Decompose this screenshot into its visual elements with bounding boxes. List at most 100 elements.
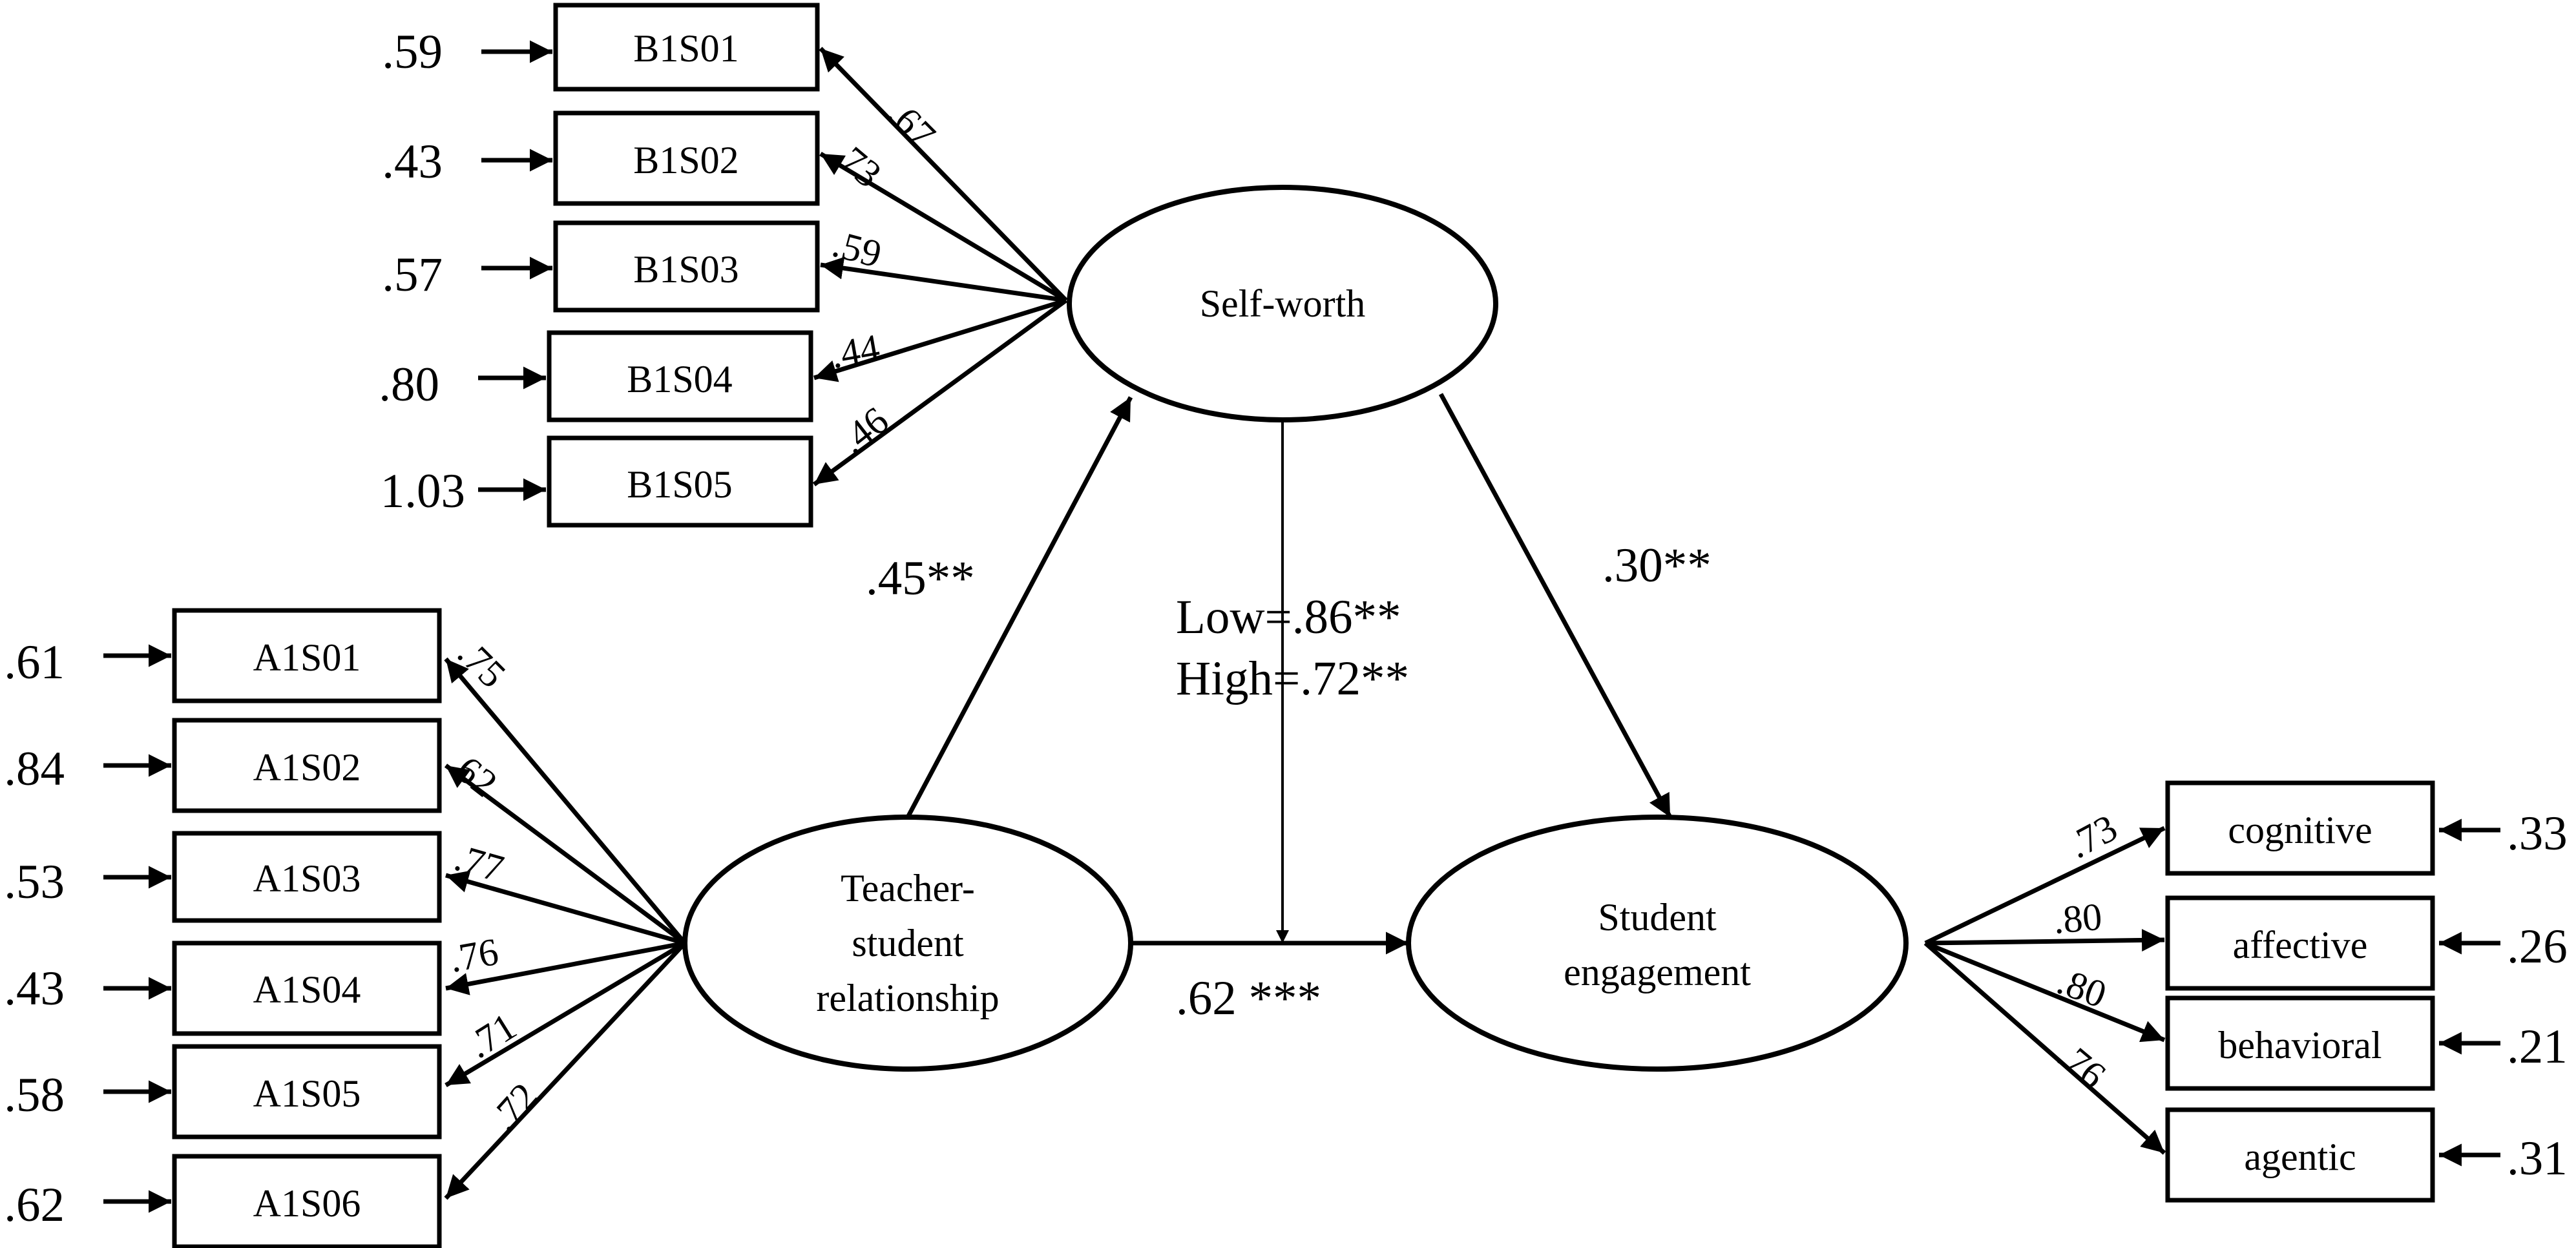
moderation-low-label: Low=.86** [1176, 590, 1401, 644]
loading-value: .73 [825, 132, 890, 196]
loading-arrow [820, 256, 1067, 303]
indicator-label: B1S02 [633, 139, 738, 182]
indicator-cognitive: cognitive .33 .73 [1924, 780, 2568, 946]
indicator-box [172, 941, 442, 1036]
indicator-box [2165, 895, 2435, 991]
error-variance: .33 [2507, 807, 2568, 860]
loading-arrow [819, 47, 1068, 302]
loading-value: .80 [2052, 959, 2112, 1016]
path-label-teacher-to-engagement: .62 *** [1176, 972, 1321, 1025]
indicator-b1s05: 1.03 B1S05 .46 [381, 298, 1068, 528]
latent-self-worth: Self-worth [1067, 185, 1498, 422]
loading-value: .44 [828, 326, 883, 377]
indicator-b1s02: .43 B1S02 .73 [382, 110, 1067, 303]
error-variance: .84 [4, 742, 65, 796]
moderation-high-label: High=.72** [1176, 652, 1409, 705]
loading-arrow [819, 151, 1067, 303]
indicator-b1s04: .80 B1S04 .44 [379, 298, 1067, 422]
error-variance: .43 [382, 135, 443, 189]
indicator-label: affective [2233, 924, 2368, 966]
path-selfworth-to-engagement [1438, 393, 1673, 818]
loading-value: .67 [879, 92, 944, 157]
indicator-a1s03: .53 A1S03 .77 [4, 831, 686, 946]
indicator-affective: affective .26 .80 [1925, 895, 2568, 991]
self-worth-indicators: .59 B1S01 .67 .43 B1S02 .73 .57 B1S03 .5… [379, 3, 1068, 528]
loading-value: .46 [832, 399, 896, 462]
indicator-box [172, 1154, 442, 1248]
loading-arrow [445, 941, 686, 995]
student-engagement-indicators: cognitive .33 .73 affective .26 .80 beha… [1923, 780, 2568, 1203]
latent-teacher-student-label-line-1: Teacher- [841, 867, 975, 910]
indicator-label: A1S06 [253, 1182, 361, 1225]
error-variance: .61 [4, 636, 65, 689]
teacher-student-indicators: .61 A1S01 .75 .84 A1S02 .62 .53 A1S03 .7… [4, 608, 687, 1248]
indicator-b1s03: .57 B1S03 .59 [382, 220, 1067, 313]
latent-teacher-student-label-line-2: student [852, 922, 964, 964]
indicator-box [2165, 1107, 2435, 1203]
path-teacher-to-selfworth [905, 396, 1133, 818]
indicator-label: A1S05 [253, 1072, 361, 1115]
loading-value: .76 [2049, 1033, 2114, 1097]
latent-teacher-student-label-line-3: relationship [816, 977, 999, 1019]
indicator-box [547, 435, 813, 528]
path-label-selfworth-to-engagement: .30** [1602, 539, 1712, 592]
indicator-label: cognitive [2228, 809, 2372, 851]
loading-arrow [1924, 941, 2166, 1043]
loading-arrow [445, 941, 686, 1088]
indicator-label: A1S04 [253, 968, 361, 1011]
structural-paths: .45** .30** .62 *** Low=.86** High=.72** [866, 393, 1712, 1025]
loading-arrow [1923, 941, 2166, 1155]
indicator-label: B1S05 [627, 463, 732, 506]
loading-arrow [444, 941, 687, 1200]
indicator-box [172, 1044, 442, 1139]
indicator-b1s01: .59 B1S01 .67 [382, 3, 1068, 302]
indicator-label: B1S04 [627, 358, 732, 400]
loading-value: .73 [2061, 806, 2124, 866]
error-variance: .31 [2507, 1132, 2568, 1185]
indicator-label: B1S03 [633, 248, 738, 291]
indicator-label: A1S02 [253, 746, 361, 789]
indicator-label: A1S01 [253, 636, 361, 679]
loading-arrow [444, 657, 687, 945]
latent-student-engagement-label-line-2: engagement [1564, 951, 1751, 993]
latent-student-engagement-ellipse [1406, 815, 1909, 1072]
indicator-label: agentic [2244, 1136, 2356, 1178]
loading-arrow [1925, 928, 2165, 952]
latent-self-worth-label: Self-worth [1200, 282, 1366, 325]
error-variance: .59 [382, 25, 443, 79]
latent-teacher-student-relationship: Teacher- student relationship [682, 815, 1133, 1072]
indicator-label: A1S03 [253, 857, 361, 900]
indicator-a1s01: .61 A1S01 .75 [4, 608, 687, 945]
indicator-box [172, 608, 442, 703]
loading-value: .75 [450, 632, 514, 696]
indicator-box [553, 220, 820, 313]
loading-arrow [812, 298, 1068, 486]
indicator-box [547, 330, 813, 422]
indicator-label: B1S01 [633, 27, 738, 70]
indicator-box [553, 3, 820, 92]
path-label-teacher-to-selfworth: .45** [866, 552, 975, 605]
loading-value: .80 [2051, 895, 2103, 942]
indicator-a1s02: .84 A1S02 .62 [4, 718, 687, 945]
indicator-box [2165, 995, 2435, 1091]
indicator-box [172, 831, 442, 923]
error-variance: .53 [4, 855, 65, 909]
loading-value: .76 [446, 930, 501, 981]
loading-value: .71 [460, 1004, 524, 1066]
error-variance: .58 [4, 1068, 65, 1122]
indicator-box [553, 110, 820, 206]
loading-arrow [444, 764, 687, 945]
loading-arrow [813, 298, 1067, 382]
error-variance: .43 [4, 962, 65, 1015]
error-variance: .80 [379, 358, 439, 411]
error-variance: .26 [2507, 920, 2568, 973]
loading-value: .77 [450, 836, 508, 890]
indicator-a1s04: .43 A1S04 .76 [4, 930, 686, 1036]
error-variance: 1.03 [381, 464, 465, 518]
error-variance: .62 [4, 1178, 65, 1232]
loading-arrow [1924, 826, 2166, 946]
error-variance: .57 [382, 248, 443, 302]
latent-student-engagement: Student engagement [1406, 815, 1909, 1072]
loading-arrow [445, 870, 686, 946]
indicator-label: behavioral [2218, 1024, 2382, 1066]
